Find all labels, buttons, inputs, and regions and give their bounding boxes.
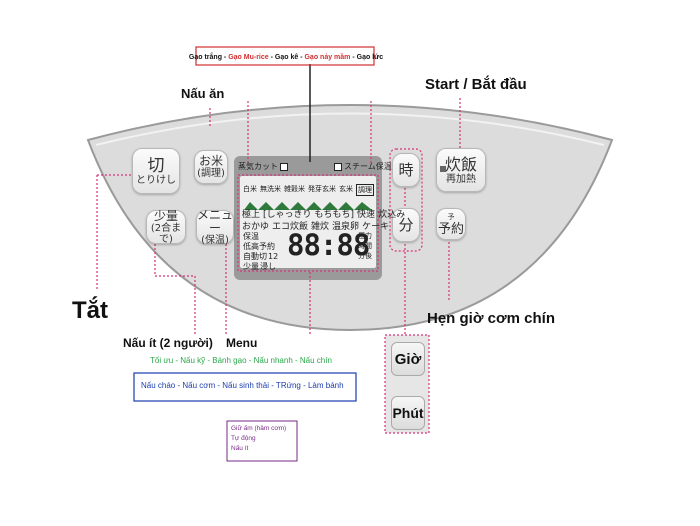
small-quantity-button-label: 少量 bbox=[153, 208, 178, 223]
menu-button-label: メニュー bbox=[197, 207, 234, 235]
start-button-label: 炊飯 bbox=[444, 154, 477, 174]
lcd-item: 温泉卵 bbox=[332, 222, 360, 232]
side-btn-frame-dotted bbox=[389, 148, 423, 252]
timer-button[interactable]: 予 予約 bbox=[436, 208, 466, 240]
cancel-button[interactable]: 切 とりけし bbox=[132, 148, 180, 194]
lcd-right-item: 分後 bbox=[358, 252, 372, 260]
lcd-tag-steam-cut-text: 蒸気カット bbox=[238, 162, 278, 171]
lcd-left-item: 低高予約 bbox=[243, 242, 275, 251]
lcd-item: 雑炊 bbox=[311, 222, 330, 232]
title-box: Gạo trắng - Gạo Mu-rice - Gạo kê - Gạo n… bbox=[189, 50, 383, 64]
lcd-item: [しゃっきり bbox=[263, 210, 312, 220]
legend-blue-frame bbox=[133, 372, 357, 402]
cancel-button-sublabel: とりけし bbox=[136, 174, 176, 186]
lcd-row-textures: 極上[しゃっきりもちもち]快速炊込み bbox=[242, 207, 408, 220]
legend-purple-item: Giữ ấm (hâm cơm) bbox=[231, 425, 287, 432]
start-button-sublabel: 再加熱 bbox=[446, 173, 476, 185]
title-item: - bbox=[350, 53, 357, 61]
lcd-item: おかゆ bbox=[242, 222, 270, 232]
lcd-row-rice-types: 白米無洗米雑穀米発芽玄米玄米調理 bbox=[243, 184, 377, 196]
lcd-left-item: 自動切 bbox=[243, 252, 267, 261]
lcd-tag-steam-keep-indicator bbox=[334, 162, 342, 171]
lcd-wave-band bbox=[244, 202, 372, 210]
menu-button-sublabel: (保温) bbox=[201, 234, 229, 246]
lcd-tag-steam-cut: 蒸気カット bbox=[238, 161, 288, 172]
title-box-frame bbox=[195, 46, 375, 66]
cancel-button-label: 切 bbox=[147, 155, 165, 176]
legend-green: Tối ưu - Nấu kỹ - Bánh gạo - Nấu nhanh -… bbox=[150, 356, 332, 365]
legend-purple-frame bbox=[226, 420, 298, 462]
lcd-item: 調理 bbox=[356, 184, 374, 196]
timer-indicator-label: 予 bbox=[447, 213, 455, 221]
lcd-left-item: 少量 bbox=[243, 262, 259, 271]
lcd-tag-steam-keep: スチーム保温 bbox=[334, 161, 392, 172]
minute-button-enlarged-label: Phút bbox=[392, 405, 424, 421]
hour-button[interactable]: 時 bbox=[392, 153, 420, 187]
title-item: Gạo trắng bbox=[188, 53, 222, 61]
lcd-item: 白米 bbox=[243, 185, 257, 193]
lcd-right-item: 圧力 bbox=[358, 232, 372, 240]
legend-purple-item: Tự động bbox=[231, 435, 256, 442]
lcd-tag-steam-keep-text: スチーム保温 bbox=[344, 162, 392, 171]
rice-cooking-button-label: お米 bbox=[198, 154, 223, 168]
lcd-left-item: 浸し bbox=[260, 262, 276, 271]
title-item: - bbox=[298, 53, 305, 61]
label-nau-an: Nấu ăn bbox=[181, 86, 225, 101]
hour-button-label: 時 bbox=[398, 161, 414, 179]
legend-purple-item: Nấu ít bbox=[231, 445, 249, 452]
title-item: Gạo nảy mầm bbox=[304, 53, 351, 61]
lcd-item: 発芽玄米 bbox=[308, 185, 336, 193]
hour-button-enlarged[interactable]: Giờ bbox=[391, 342, 425, 376]
lcd-item: エコ炊飯 bbox=[272, 222, 309, 232]
hour-button-enlarged-label: Giờ bbox=[394, 350, 422, 368]
lcd-item: 快速 bbox=[357, 210, 376, 220]
small-quantity-button[interactable]: 少量 (2合まで) bbox=[146, 208, 186, 245]
title-item: Gạo kê bbox=[274, 53, 299, 61]
lcd-item: 玄米 bbox=[339, 185, 353, 193]
lcd-screen bbox=[240, 176, 376, 268]
rice-cooking-button[interactable]: お米 (調理) bbox=[194, 150, 228, 184]
start-indicator-icon bbox=[440, 166, 446, 172]
label-start: Start / Bắt đầu bbox=[425, 76, 527, 93]
lcd-left-item: 保温 bbox=[243, 232, 259, 241]
lcd-row-menus: おかゆエコ炊飯雑炊温泉卵ケーキ bbox=[242, 219, 392, 232]
lcd-item: もちもち] bbox=[314, 210, 355, 220]
lcd-item: 雑穀米 bbox=[284, 185, 305, 193]
rice-cooking-button-sublabel: (調理) bbox=[197, 168, 225, 179]
lcd-item: 炊込み bbox=[378, 210, 406, 220]
lcd-item: 無洗米 bbox=[260, 185, 281, 193]
minute-button[interactable]: 分 bbox=[392, 208, 420, 242]
label-tat: Tắt bbox=[72, 297, 108, 324]
lcd-right-item: 時間 bbox=[358, 242, 372, 250]
lcd-item: ケーキ bbox=[362, 222, 390, 232]
timer-button-label: 予約 bbox=[437, 222, 464, 237]
lcd-tag-steam-cut-indicator bbox=[280, 162, 288, 171]
lcd-right-column: 圧力時間分後 bbox=[358, 231, 374, 261]
minute-button-label: 分 bbox=[398, 216, 414, 234]
lcd-item: 極上 bbox=[242, 210, 261, 220]
title-item: - bbox=[268, 53, 275, 61]
label-menu: Menu bbox=[226, 336, 258, 350]
menu-button[interactable]: メニュー (保温) bbox=[196, 207, 234, 246]
title-item: Gạo lức bbox=[356, 53, 384, 61]
legend-blue: Nấu cháo - Nấu cơm - Nấu sinh thải - TRứ… bbox=[141, 381, 344, 390]
minute-button-enlarged[interactable]: Phút bbox=[391, 396, 425, 430]
small-quantity-button-sublabel: (2合まで) bbox=[150, 222, 182, 245]
lcd-frame-dotted bbox=[237, 174, 379, 272]
title-item: - bbox=[221, 53, 229, 61]
title-item: Gạo Mu-rice bbox=[228, 53, 269, 61]
label-nau-it: Nấu ít (2 người) bbox=[123, 336, 213, 350]
lcd-time-digits: 88:88 bbox=[287, 228, 370, 262]
lcd-left-item: 12 bbox=[268, 252, 279, 261]
control-panel-rim bbox=[95, 112, 605, 146]
label-hen-gio: Hẹn giờ cơm chín bbox=[427, 310, 556, 327]
